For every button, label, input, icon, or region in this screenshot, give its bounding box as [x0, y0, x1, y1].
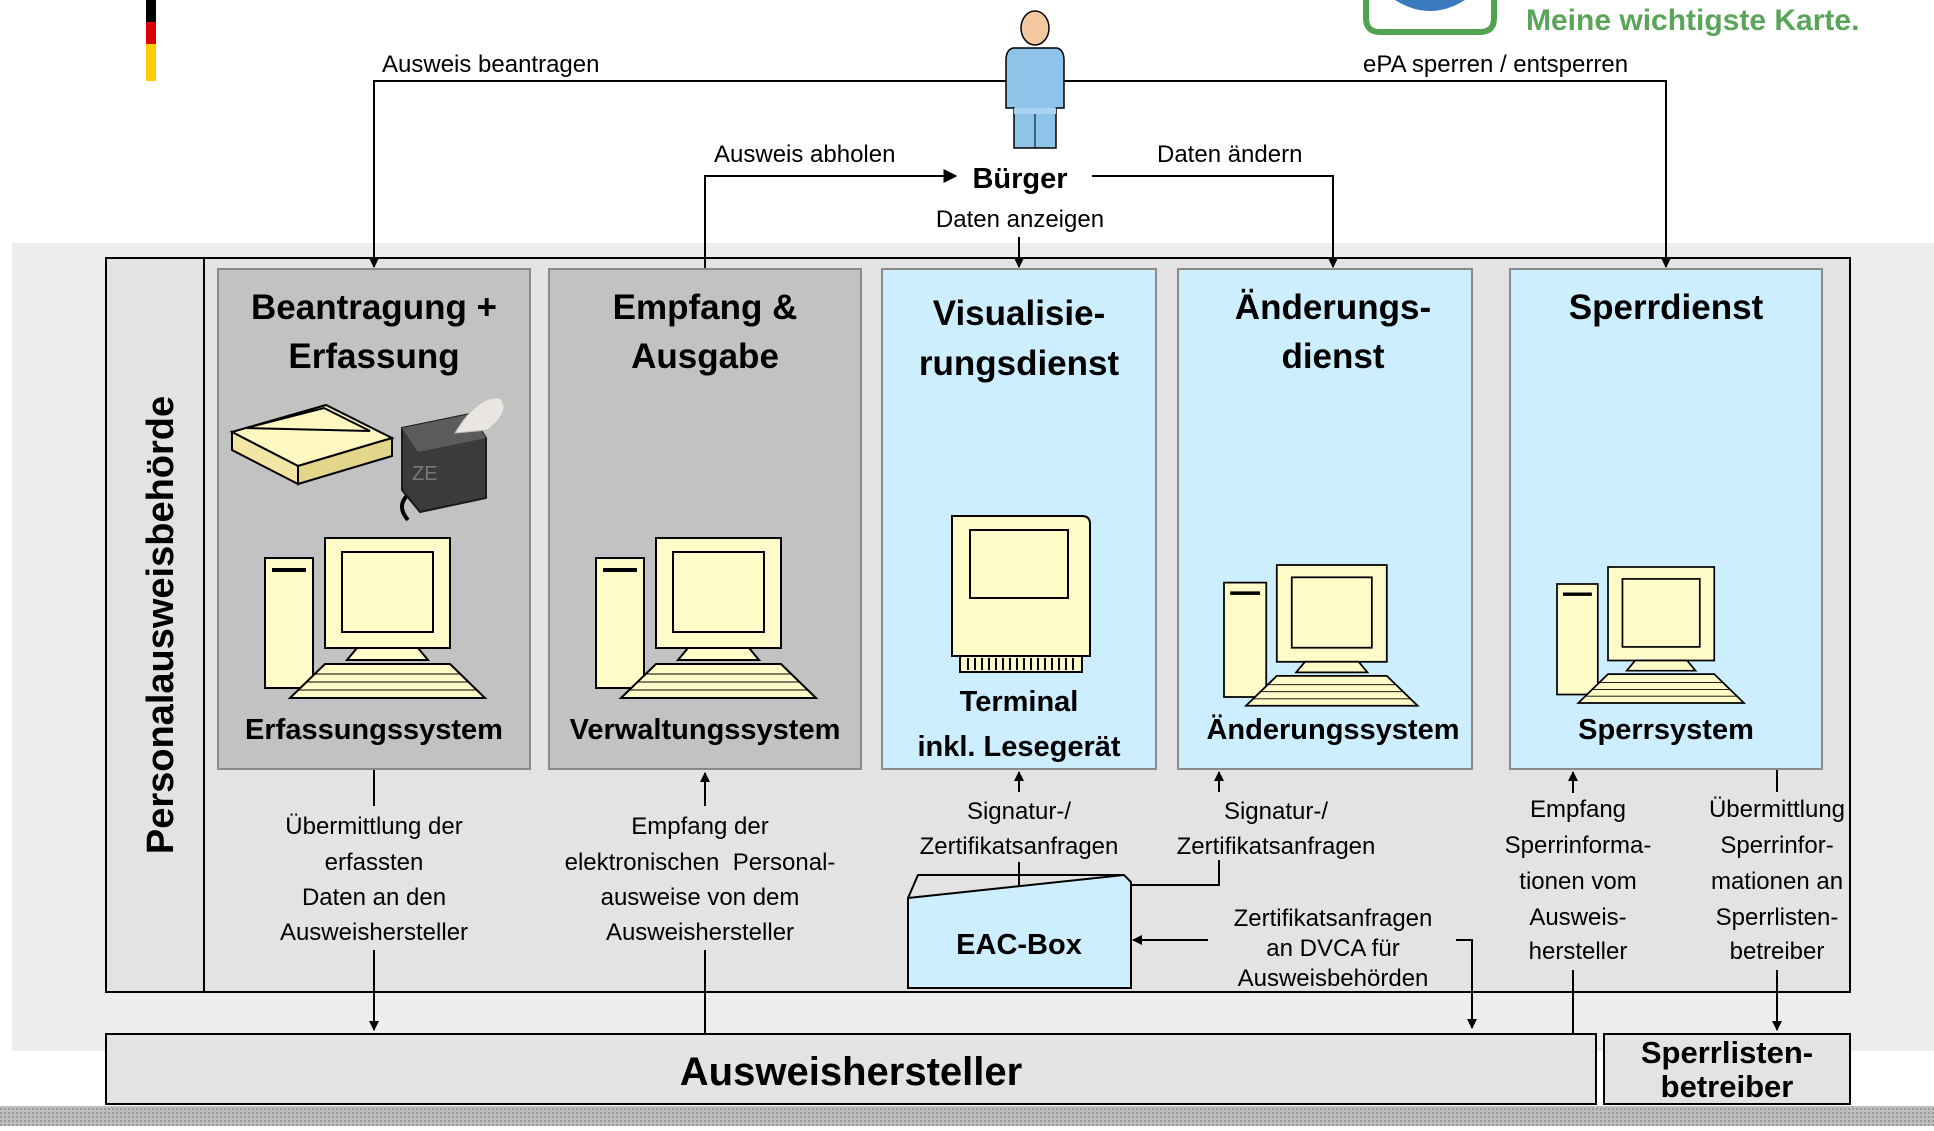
note-application-line2: erfassten [325, 849, 424, 876]
column-title-visualisation-line1: Visualisie- [933, 294, 1106, 333]
arrow-change-to-eac [1107, 860, 1220, 890]
note-change-line1: Signatur-/ [1224, 798, 1328, 825]
note-block-receive-line3: tionen vom [1519, 868, 1636, 895]
column-title-application-line1: Beantragung + [251, 288, 497, 327]
person-icon [1005, 10, 1065, 149]
note-block-send-line4: Sperrlisten- [1716, 904, 1839, 931]
column-title-issuance-line1: Empfang & [613, 288, 798, 327]
blocklist-operator-label-line1: Sperrlisten- [1641, 1035, 1813, 1070]
note-visualisation-line2: Zertifikatsanfragen [920, 833, 1119, 860]
flow-label-apply: Ausweis beantragen [382, 51, 599, 78]
logo: Meine wichtigste Karte. [1363, 0, 1859, 37]
manufacturer-bar [105, 1033, 1597, 1105]
arrow-eac-to-manufacturer [1456, 939, 1477, 1029]
note-issuance-line2: elektronischen Personal- [565, 849, 836, 876]
note-block-receive-line2: Sperrinforma- [1505, 832, 1652, 859]
flow-line-apply [369, 80, 1006, 268]
flow-line-block [1064, 80, 1671, 268]
column-title-application-line2: Erfassung [288, 337, 459, 376]
logo-slogan: Meine wichtigste Karte. [1526, 4, 1859, 37]
scanner-icon [229, 403, 395, 486]
computer-icon [1223, 564, 1420, 707]
eac-note-line3: Ausweisbehörden [1238, 965, 1429, 992]
note-change-line2: Zertifikatsanfragen [1177, 833, 1376, 860]
column-title-issuance-line2: Ausgabe [631, 337, 779, 376]
citizen-sublabel: Daten anzeigen [936, 206, 1104, 233]
flow-line-pickup [704, 169, 958, 268]
note-issuance-line4: Ausweishersteller [606, 919, 794, 946]
computer-icon [595, 537, 819, 699]
note-application-line1: Übermittlung der [285, 813, 462, 840]
svg-text:ZE: ZE [412, 463, 438, 485]
column-title-change-line2: dienst [1281, 337, 1384, 376]
note-block-receive-line5: hersteller [1529, 938, 1628, 965]
flow-line-change [1092, 175, 1338, 268]
note-block-send-line3: mationen an [1711, 868, 1843, 895]
system-label-visualisation-line2: inkl. Lesegerät [917, 731, 1120, 763]
fingerprint-reader-icon: ZE [400, 397, 505, 522]
blocklist-operator-label-line2: betreiber [1661, 1069, 1794, 1104]
flow-label-pickup: Ausweis abholen [714, 141, 895, 168]
eac-box-lid [907, 874, 1124, 899]
blocklist-operator-bar [1603, 1033, 1851, 1105]
column-title-blocking: Sperrdienst [1569, 288, 1764, 327]
note-application-line4: Ausweishersteller [280, 919, 468, 946]
system-label-issuance: Verwaltungssystem [570, 714, 841, 746]
computer-icon [264, 537, 488, 699]
note-block-send-line1: Übermittlung [1709, 796, 1845, 823]
system-label-application: Erfassungssystem [245, 714, 503, 746]
column-title-change-line1: Änderungs- [1235, 288, 1431, 327]
citizen-label: Bürger [972, 163, 1067, 195]
note-application-line3: Daten an den [302, 884, 446, 911]
system-label-change: Änderungssystem [1206, 713, 1459, 746]
eac-box [907, 873, 1132, 989]
note-block-send-line2: Sperrinfor- [1720, 832, 1833, 859]
note-issuance-line3: ausweise von dem [601, 884, 800, 911]
note-block-send-line5: betreiber [1730, 938, 1825, 965]
eac-label: EAC-Box [956, 929, 1082, 961]
note-issuance-line1: Empfang der [631, 813, 768, 840]
flow-label-block: ePA sperren / entsperren [1363, 51, 1628, 78]
eac-note-line2: an DVCA für [1266, 935, 1399, 962]
logo-emblem-icon [1395, 0, 1465, 11]
column-title-visualisation-line2: rungsdienst [919, 344, 1120, 383]
terminal-icon [951, 515, 1091, 673]
note-block-receive-line4: Ausweis- [1529, 904, 1626, 931]
computer-icon [1556, 566, 1747, 704]
flag-stripe [146, 0, 156, 81]
eac-note-line1: Zertifikatsanfragen [1234, 905, 1433, 932]
authority-label: Personalausweisbehörde [140, 396, 182, 854]
system-label-blocking: Sperrsystem [1578, 714, 1754, 746]
note-block-receive-line1: Empfang [1530, 796, 1626, 823]
flow-label-change: Daten ändern [1157, 141, 1302, 168]
note-visualisation-line1: Signatur-/ [967, 798, 1071, 825]
system-label-visualisation-line1: Terminal [960, 686, 1079, 718]
footer-band [0, 1106, 1934, 1126]
manufacturer-label: Ausweishersteller [680, 1050, 1022, 1094]
logo-frame-icon [1363, 0, 1497, 35]
